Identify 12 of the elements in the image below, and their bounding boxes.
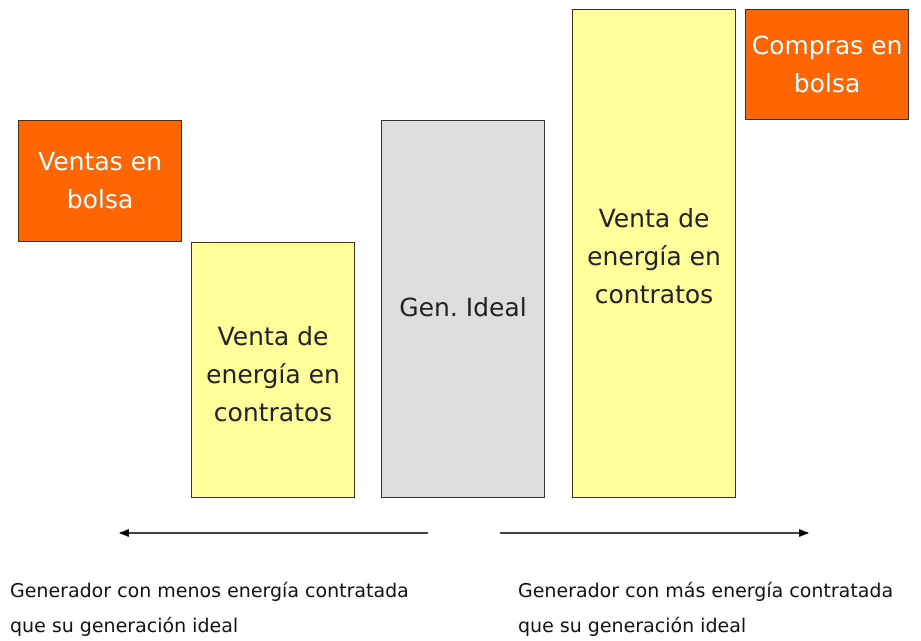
box-label: Ventas en bolsa (37, 146, 163, 216)
ideal-generation-bar (381, 120, 545, 498)
market-purchases-box (745, 9, 909, 120)
caption-text: Generador con más energía contratada que su generación ideal (518, 579, 894, 639)
contract-sales-bar (572, 9, 736, 498)
market-sales-box (18, 120, 182, 242)
box-label: Venta de energía en contratos (586, 203, 722, 311)
caption-text: Generador con menos energía contratada que su generación ideal (10, 579, 410, 639)
box-label: Venta de energía en contratos (205, 321, 341, 429)
contract-sales-bar (191, 242, 355, 498)
box-label: Compras en bolsa (750, 30, 904, 100)
box-label: Gen. Ideal (398, 292, 528, 324)
